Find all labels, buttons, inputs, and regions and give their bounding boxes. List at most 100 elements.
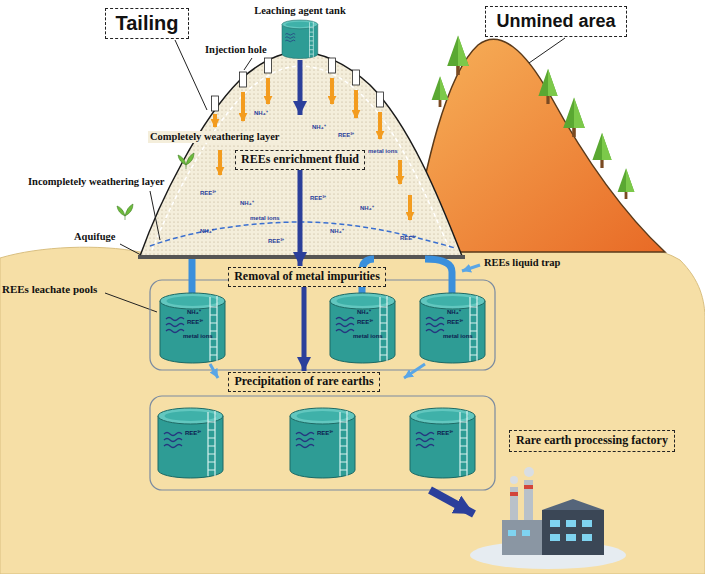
ion-label: REE³⁺ [185,430,201,437]
window [550,520,560,527]
leader-line [244,58,252,70]
leader-line [105,293,157,312]
box-label: Unmined area [496,11,615,32]
pipes [192,259,452,296]
ion-label: REE³⁺ [187,319,203,326]
box-label: Tailing [116,12,179,35]
smoke [524,467,534,477]
label-box: REEs enrichment fluid [235,150,365,170]
flow-arrow [218,150,222,175]
incomplete-weathering-boundary [150,222,455,248]
injection-hole [240,72,247,87]
window [566,534,576,541]
box-label: Precipitation of rare earths [234,375,373,389]
ion-label: metal ions [443,333,473,340]
factory-building [542,510,604,555]
pool-group [150,396,495,490]
tree [432,76,449,107]
injection-hole [329,58,336,73]
chimney-stripe [524,485,533,489]
ion-label: NH₄⁺ [240,200,254,207]
injection-hole [353,70,360,85]
flow-connector [302,287,307,371]
label-box: Precipitation of rare earths [228,372,379,392]
ion-label: REE³⁺ [310,195,326,202]
ion-label: NH₄⁺ [357,309,371,316]
window [508,530,516,536]
product-arrow [430,490,474,514]
flow-arrow [266,78,270,104]
leachate-tank [420,293,485,363]
tree [563,97,585,137]
smoke [510,476,518,484]
tree [538,69,557,104]
window [550,534,560,541]
chimney [510,487,518,523]
box-label: REEs enrichment fluid [241,153,359,167]
leachate-tank [330,293,395,363]
pipe [189,259,196,296]
ion-label: NH₄⁺ [312,124,326,131]
ion-label: NH₄⁺ [360,205,374,212]
part-label: REEs leachate pools [2,283,97,296]
pool-group [150,280,495,370]
factory-windows [508,520,592,541]
leaching-tank [282,20,318,59]
injection-hole [265,58,272,73]
ion-label: REE³⁺ [200,190,216,197]
ion-label: metal ions [353,333,383,340]
ion-label: REE³⁺ [447,319,463,326]
factory-building [502,520,546,555]
flow-arrow [378,112,382,139]
ion-label: REE³⁺ [357,319,373,326]
chimney [524,480,533,522]
ion-label: metal ions [368,148,398,155]
part-label: Leaching agent tank [254,5,346,17]
plant [178,153,194,169]
flow-arrow [398,160,402,184]
ion-label: REE³⁺ [317,430,333,437]
ion-label: NH₄⁺ [447,309,461,316]
chimney-stripe [510,492,518,496]
ion-label: REE³⁺ [268,238,284,245]
flow-arrow [241,92,245,121]
leaching-flow [215,78,410,220]
factory-roof [542,499,604,510]
part-label: REEs liquid trap [484,257,560,269]
precipitation-tank [158,408,223,478]
ion-label: metal ions [183,333,213,340]
ion-label: NH₄⁺ [200,228,214,235]
part-label: Aquifuge [74,231,115,243]
leader-line [120,244,141,255]
leader-line [529,38,565,63]
flow-arrow [213,114,217,127]
ground-hill [0,242,705,574]
label-box: Tailing [105,8,190,39]
injection-hole [377,92,384,107]
precipitation-tank [290,408,355,478]
plant [117,204,133,220]
transfer-arrow [210,364,218,378]
window [582,520,592,527]
tree [618,168,635,199]
flow-connector [297,170,302,266]
label-box: Removal of metal impurities [228,267,386,287]
tree [592,133,611,168]
window [566,520,576,527]
injection-hole [212,96,219,111]
leader-lines [105,38,565,312]
injection-arrow [298,60,303,115]
pipe [425,259,452,296]
ion-label: metal ions [250,215,280,222]
flow-arrow [330,78,334,104]
window [582,534,592,541]
ion-label: NH₄⁺ [330,228,344,235]
label-box: Unmined area [485,6,626,37]
ion-label: NH₄⁺ [187,309,201,316]
label-box: Rare earth processing factory [509,430,675,452]
trap-pointer [462,265,480,271]
leader-line [150,191,160,240]
